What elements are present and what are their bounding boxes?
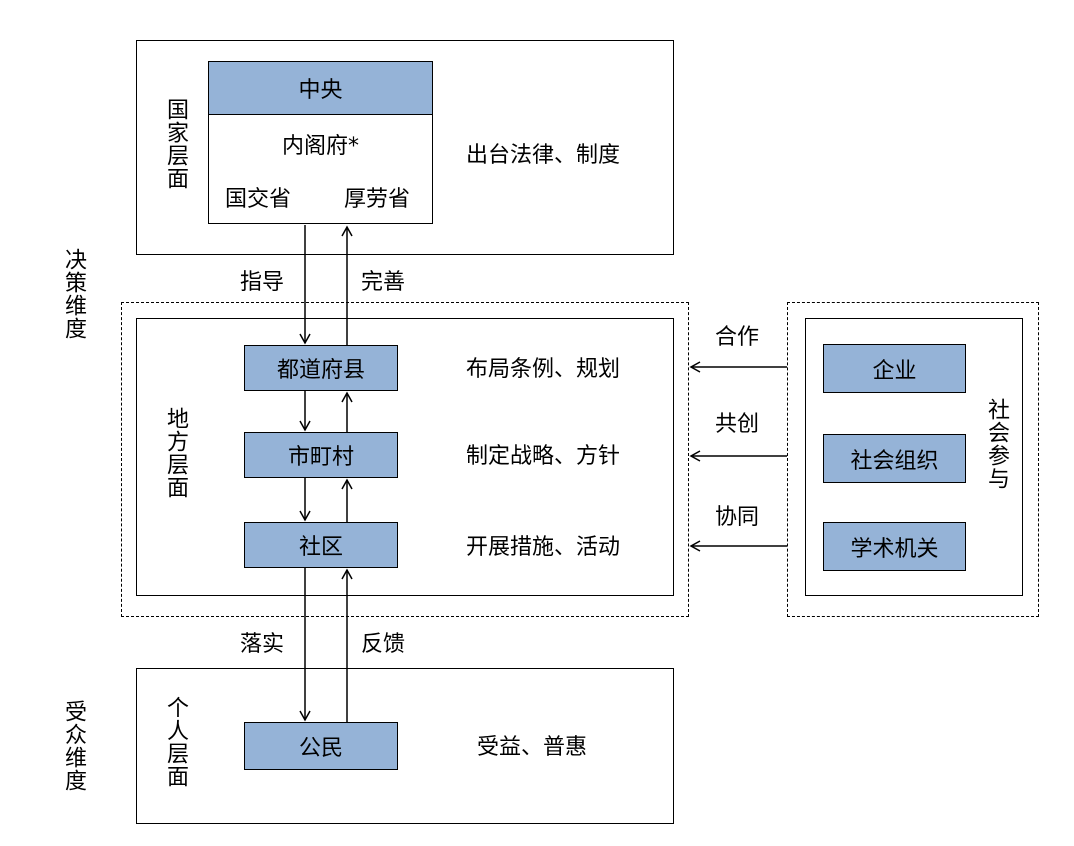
individual-level-box: [136, 668, 674, 824]
social-organization-node: 社会组织: [823, 434, 966, 483]
mhlw-label: 厚劳省: [344, 187, 411, 212]
co-creation-label: 共创: [715, 412, 760, 437]
cabinet-office-label: 内阁府*: [281, 134, 359, 159]
feedback-label: 反馈: [361, 632, 406, 657]
mlit-label: 国交省: [225, 187, 292, 212]
individual-level-label: 个人层面: [163, 696, 188, 788]
national-action-label: 出台法律、制度: [466, 143, 621, 168]
academic-institution-node: 学术机关: [823, 522, 966, 571]
cooperation-label: 合作: [715, 325, 760, 350]
social-participation-label: 社会参与: [984, 398, 1009, 490]
central-header: 中央: [208, 61, 433, 115]
local-level-box: [136, 318, 674, 596]
local-dashed-boundary: [121, 302, 689, 617]
improvement-label: 完善: [361, 270, 406, 295]
audience-dimension-label: 受众维度: [61, 700, 86, 792]
local-level-label: 地方层面: [163, 407, 188, 499]
municipality-action-label: 制定战略、方针: [466, 444, 621, 469]
collaboration-label: 协同: [715, 505, 760, 530]
community-action-label: 开展措施、活动: [466, 535, 621, 560]
prefecture-node: 都道府县: [244, 345, 398, 391]
decision-dimension-label: 决策维度: [61, 248, 86, 340]
individual-action-label: 受益、普惠: [477, 735, 588, 760]
community-node: 社区: [244, 522, 398, 568]
prefecture-action-label: 布局条例、规划: [466, 357, 621, 382]
implementation-label: 落实: [240, 632, 285, 657]
municipality-node: 市町村: [244, 432, 398, 478]
national-level-label: 国家层面: [163, 98, 188, 190]
social-dashed-boundary: [787, 302, 1039, 617]
enterprise-node: 企业: [823, 344, 966, 393]
citizen-node: 公民: [244, 722, 398, 770]
guidance-label: 指导: [240, 270, 285, 295]
